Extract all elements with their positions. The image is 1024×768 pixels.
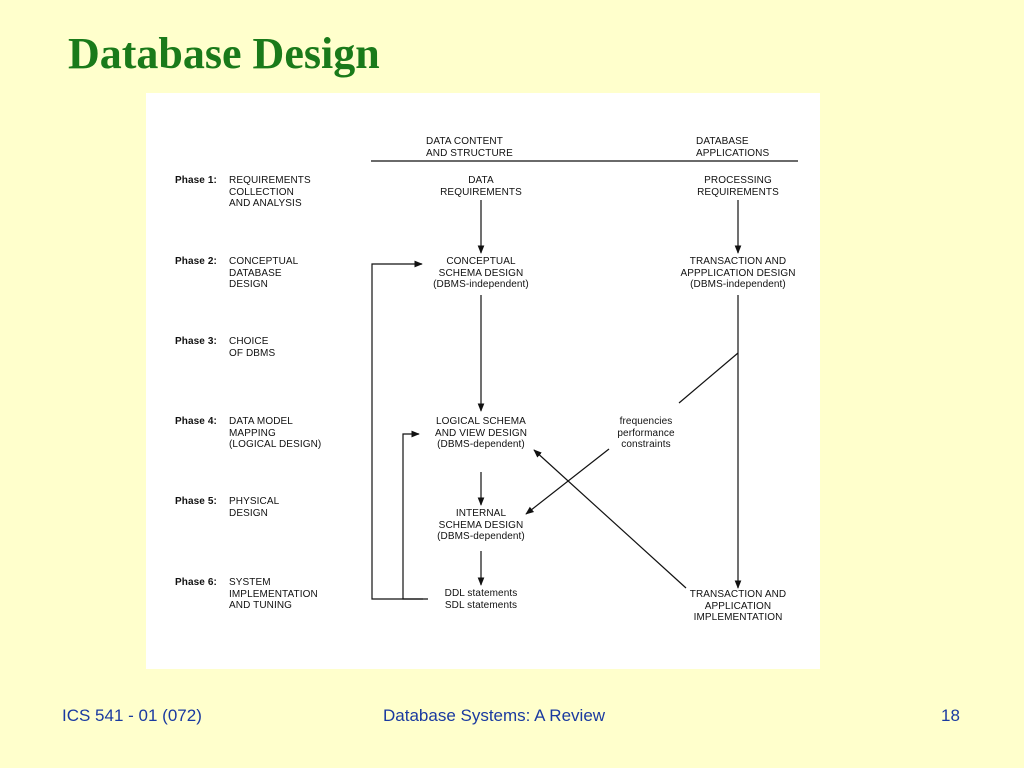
- arrow-frequencies-to-internal: [525, 448, 610, 515]
- footer-course-title: Database Systems: A Review: [383, 706, 606, 725]
- diagram-connectors: [371, 160, 798, 600]
- ddl-sdl-statements-node: DDL statements SDL statements: [444, 588, 518, 611]
- phase-5-name: PHYSICAL DESIGN: [229, 496, 280, 519]
- column-header-data-content: DATA CONTENT AND STRUCTURE: [426, 136, 513, 159]
- line-branch-to-frequencies: [678, 352, 739, 404]
- column-header-database-applications: DATABASE APPLICATIONS: [696, 136, 770, 159]
- internal-schema-design-node: INTERNAL SCHEMA DESIGN (DBMS-dependent): [437, 508, 525, 542]
- phase-6-label: Phase 6:: [175, 577, 217, 588]
- slide-title: Database Design: [68, 29, 380, 78]
- footer-course-code: ICS 541 - 01 (072): [62, 706, 202, 725]
- data-requirements-node: DATA REQUIREMENTS: [440, 175, 522, 198]
- database-design-diagram: DATA CONTENT AND STRUCTURE DATABASE APPL…: [146, 93, 820, 669]
- phase-4-label: Phase 4:: [175, 416, 217, 427]
- feedback-loop-to-logical: [402, 430, 428, 600]
- phase-2-name: CONCEPTUAL DATABASE DESIGN: [229, 256, 299, 290]
- frequencies-performance-constraints-label: frequencies performance constraints: [617, 416, 675, 450]
- transaction-application-design-node: TRANSACTION AND APPPLICATION DESIGN (DBM…: [680, 256, 796, 290]
- conceptual-schema-design-node: CONCEPTUAL SCHEMA DESIGN (DBMS-independe…: [433, 256, 529, 290]
- phase-1-name: REQUIREMENTS COLLECTION AND ANALYSIS: [229, 175, 311, 209]
- transaction-application-implementation-node: TRANSACTION AND APPLICATION IMPLEMENTATI…: [689, 589, 787, 623]
- logical-schema-view-design-node: LOGICAL SCHEMA AND VIEW DESIGN (DBMS-dep…: [434, 416, 528, 450]
- feedback-loop-to-conceptual: [371, 260, 423, 600]
- phase-3-label: Phase 3:: [175, 336, 217, 347]
- phase-1-label: Phase 1:: [175, 175, 217, 186]
- phase-6-name: SYSTEM IMPLEMENTATION AND TUNING: [229, 577, 318, 611]
- phase-3-name: CHOICE OF DBMS: [229, 336, 276, 359]
- footer-slide-number: 18: [941, 706, 960, 725]
- arrow-implementation-to-logical: [533, 449, 687, 589]
- phase-4-name: DATA MODEL MAPPING (LOGICAL DESIGN): [229, 416, 322, 450]
- phase-2-label: Phase 2:: [175, 256, 217, 267]
- processing-requirements-node: PROCESSING REQUIREMENTS: [697, 175, 779, 198]
- phase-5-label: Phase 5:: [175, 496, 217, 507]
